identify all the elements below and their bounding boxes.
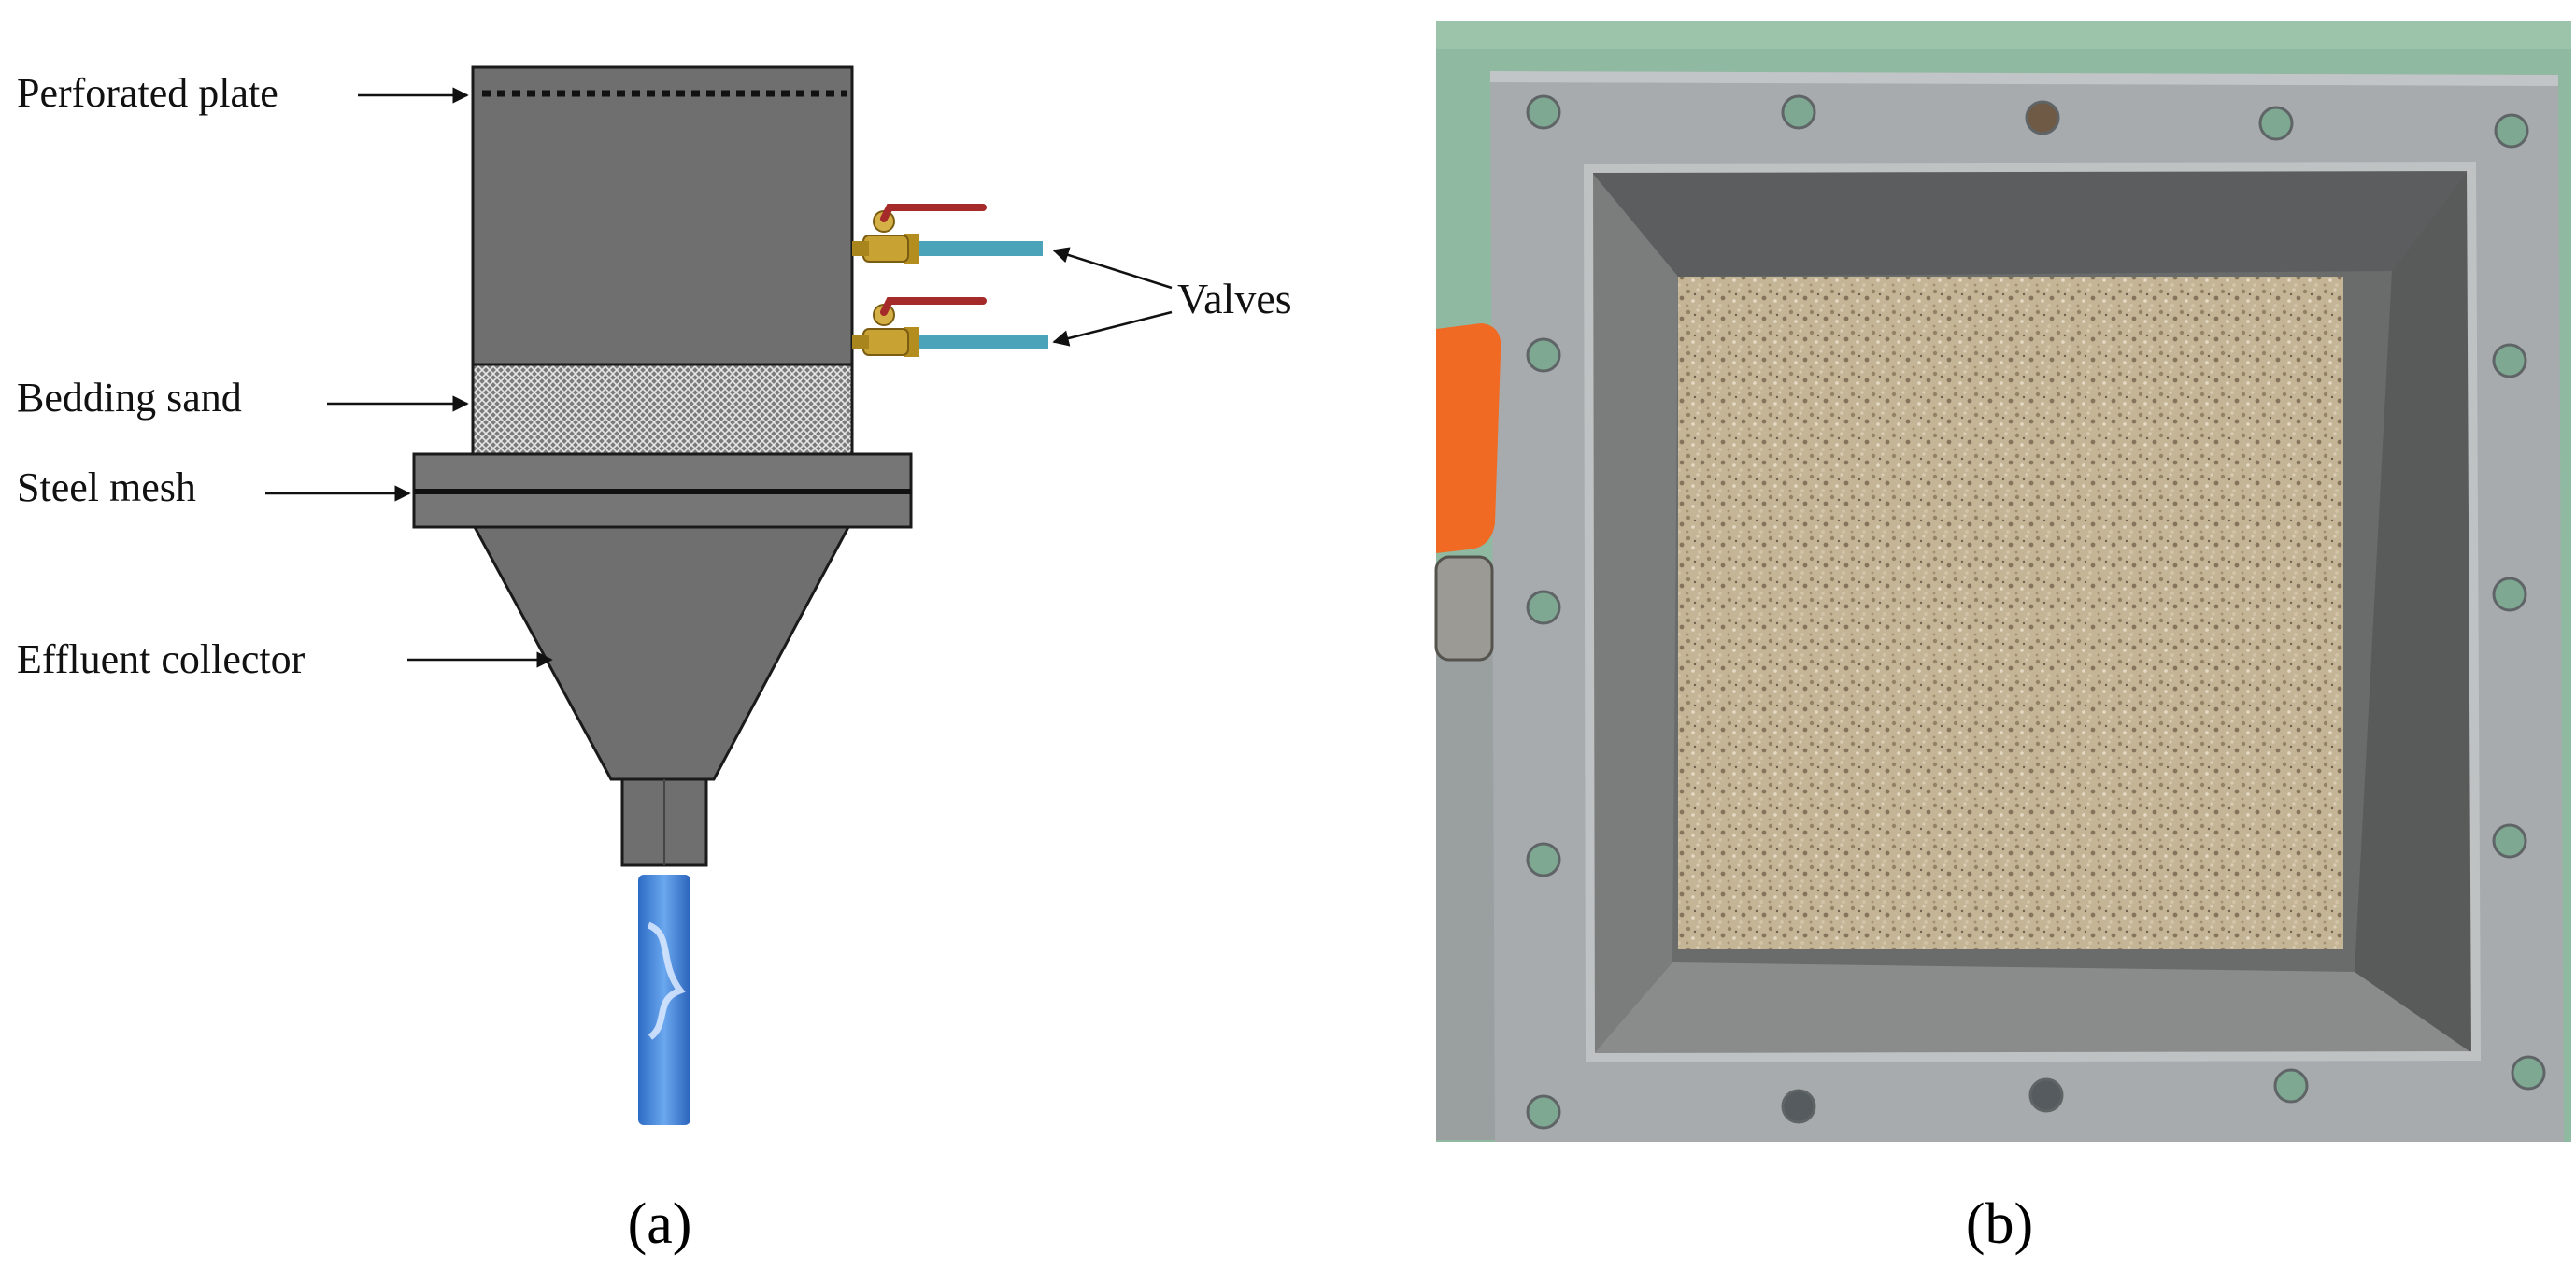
arrow-valve-upper (1052, 247, 1173, 290)
panel-a-schematic: Perforated plate Bedding sand Steel mesh… (17, 65, 1292, 1256)
label-steel-mesh: Steel mesh (17, 464, 196, 510)
label-effluent-collector: Effluent collector (17, 636, 306, 682)
valve-lower (852, 297, 1048, 357)
column-body (471, 65, 854, 366)
caption-a: (a) (628, 1192, 692, 1256)
label-valves: Valves (1177, 275, 1292, 322)
arrow-valve-lower (1052, 310, 1173, 347)
label-bedding-sand: Bedding sand (17, 375, 242, 421)
sand-sample (1678, 277, 2343, 949)
valve-stem (1434, 555, 1494, 662)
bolt-holes (1526, 94, 2546, 1130)
orange-valve-handle (1436, 323, 1501, 553)
valve-upper (852, 204, 1043, 264)
panel-b-photo: (b) (1434, 21, 2571, 1256)
label-perforated-plate: Perforated plate (17, 70, 278, 116)
effluent-collector-funnel (472, 525, 851, 781)
bedding-sand-layer (471, 363, 854, 456)
caption-b: (b) (1966, 1192, 2033, 1256)
